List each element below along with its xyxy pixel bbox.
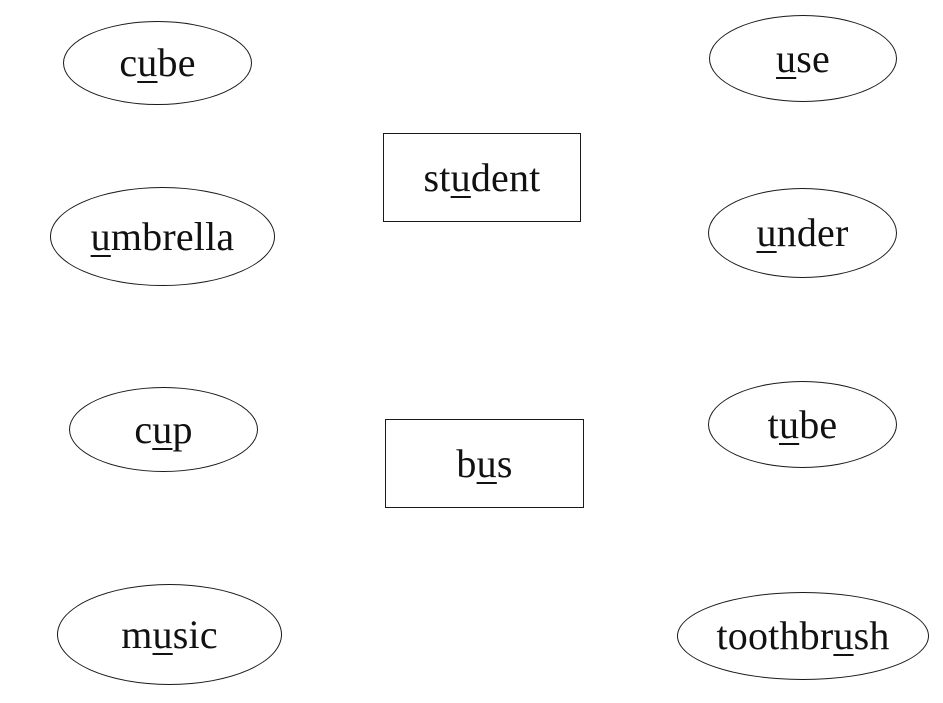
word-toothbrush: toothbrush [716, 613, 890, 658]
word-tube: tube [767, 401, 838, 447]
ellipse-cup: cup [69, 387, 258, 472]
word-music: music [121, 611, 218, 657]
ellipse-umbrella: umbrella [50, 187, 275, 286]
box-bus: bus [385, 419, 584, 508]
ellipse-cube: cube [63, 21, 252, 105]
word-use: use [776, 35, 830, 81]
word-umbrella: umbrella [90, 213, 235, 259]
word-under: under [756, 210, 849, 255]
word-cup: cup [134, 406, 193, 452]
ellipse-toothbrush: toothbrush [677, 592, 929, 680]
word-bus: bus [456, 440, 513, 486]
ellipse-music: music [57, 584, 282, 685]
box-student: student [383, 133, 581, 222]
word-cube: cube [119, 40, 196, 85]
ellipse-use: use [709, 15, 897, 102]
word-student: student [423, 154, 541, 200]
ellipse-tube: tube [708, 381, 897, 468]
ellipse-under: under [708, 188, 897, 278]
